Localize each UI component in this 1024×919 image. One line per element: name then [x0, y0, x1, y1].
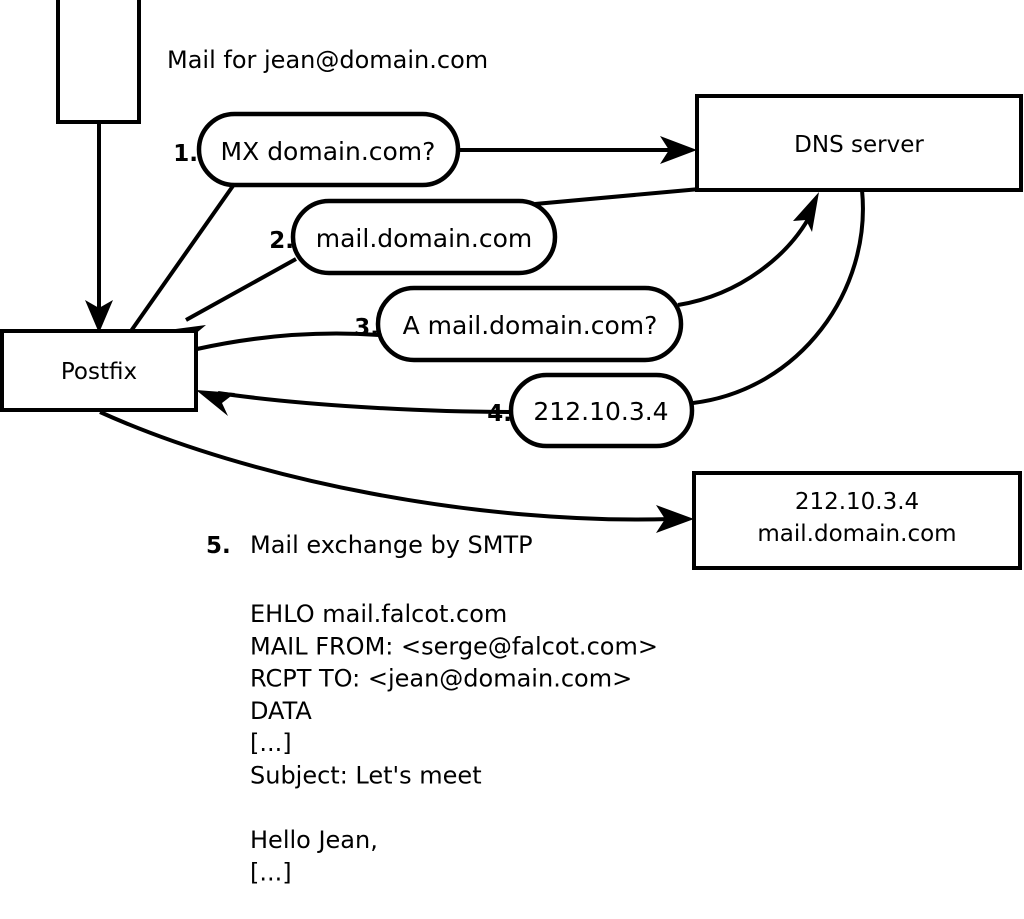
- transcript-line: Hello Jean,: [250, 826, 378, 854]
- target-server-ip: 212.10.3.4: [795, 489, 919, 515]
- target-server-box[interactable]: [692, 471, 1022, 570]
- connector-postfix-to-target: [99, 410, 694, 533]
- connector-dns-to-step4: [692, 189, 865, 405]
- step-3-text: A mail.domain.com?: [403, 311, 658, 340]
- arrowhead-right: [660, 136, 697, 164]
- step-4-bubble[interactable]: 212.10.3.4: [508, 372, 695, 449]
- step-2-number: 2.: [269, 228, 294, 254]
- connector-step3-to-dns: [677, 192, 819, 307]
- dns-server-label: DNS server: [794, 132, 924, 158]
- step-2-bubble[interactable]: mail.domain.com: [290, 198, 558, 276]
- step-3-bubble[interactable]: A mail.domain.com?: [375, 285, 684, 363]
- step-4-number: 4.: [487, 401, 512, 427]
- arrowhead-upright: [793, 192, 819, 232]
- step-1-text: MX domain.com?: [221, 137, 436, 166]
- arrowhead-left: [196, 390, 235, 416]
- step-5-label: Mail exchange by SMTP: [250, 531, 533, 559]
- step-1-bubble[interactable]: MX domain.com?: [196, 111, 461, 188]
- sender-box[interactable]: [56, 0, 141, 124]
- target-server-host: mail.domain.com: [757, 521, 956, 547]
- step-1-number: 1.: [173, 141, 198, 167]
- transcript-line: [...]: [250, 858, 292, 886]
- transcript-line: Subject: Let's meet: [250, 762, 482, 790]
- arrowhead-right-2: [656, 505, 694, 533]
- connector-step4-to-postfix: [196, 390, 513, 416]
- connector-step1-to-dns: [457, 136, 697, 164]
- transcript-line: MAIL FROM: <serge@falcot.com>: [250, 632, 658, 660]
- transcript-line: [...]: [250, 729, 292, 757]
- step-4-text: 212.10.3.4: [533, 397, 668, 426]
- transcript-line: DATA: [250, 697, 312, 725]
- connector-step1-from-postfix: [129, 181, 237, 333]
- postfix-box[interactable]: [0, 329, 198, 412]
- transcript-line: EHLO mail.falcot.com: [250, 600, 507, 628]
- step-3-number: 3.: [354, 315, 379, 341]
- connector-postfix-to-step3: [196, 331, 380, 351]
- step-5-number: 5.: [206, 533, 231, 559]
- transcript-line: RCPT TO: <jean@domain.com>: [250, 665, 632, 693]
- step-2-text: mail.domain.com: [316, 224, 532, 253]
- connector-sender-to-postfix: [85, 122, 113, 333]
- dns-server-box[interactable]: [695, 94, 1023, 192]
- connector-dns-to-step2: [534, 187, 701, 206]
- page-title: Mail for jean@domain.com: [167, 46, 488, 74]
- postfix-label: Postfix: [61, 359, 137, 385]
- arrowhead-down: [85, 300, 113, 333]
